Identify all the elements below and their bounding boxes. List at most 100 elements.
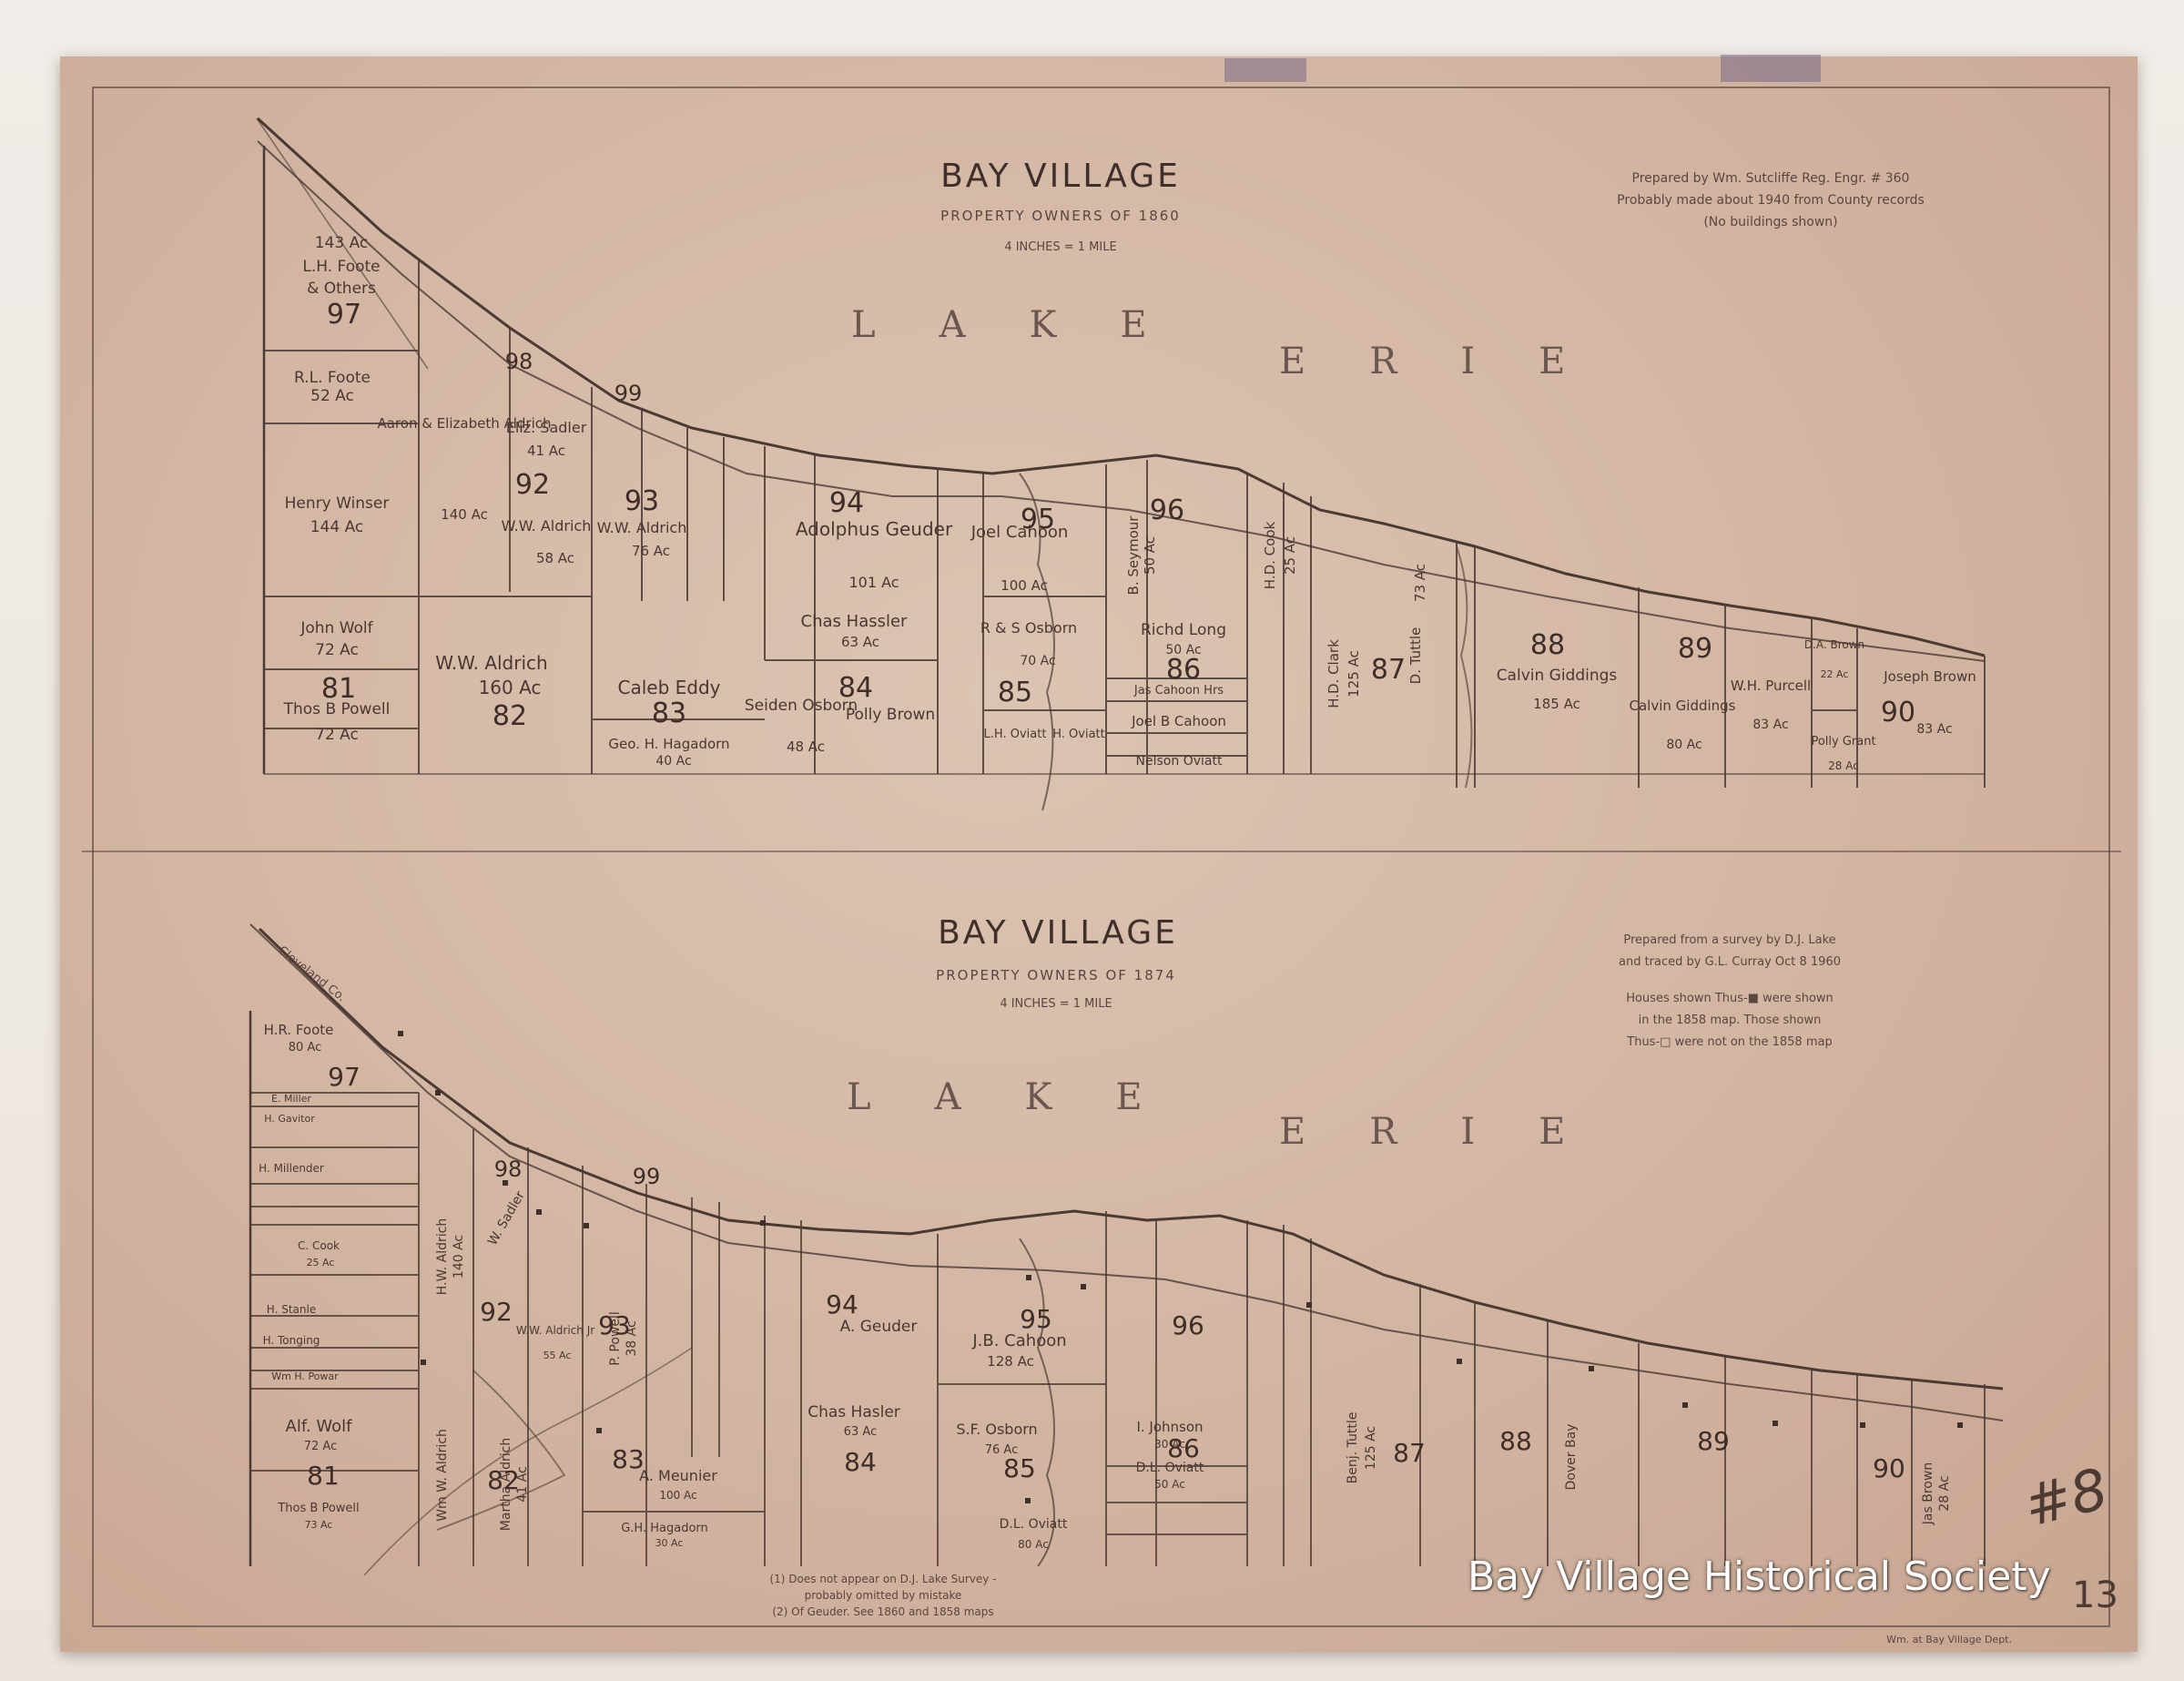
lot-acreage: 76 Ac xyxy=(632,543,670,559)
lot-acreage: 80 Ac xyxy=(1666,738,1701,752)
lot-acreage: 125 Ac xyxy=(1364,1426,1378,1470)
lot-owner: Calvin Giddings xyxy=(1630,698,1736,714)
lot-owner: Chas Hasler xyxy=(808,1403,900,1421)
lot-owner: Wm H. Powar xyxy=(271,1370,339,1382)
diagonal-line-1860 xyxy=(256,117,429,370)
road-1874-diagonal xyxy=(363,1347,693,1576)
lot-owner: Joseph Brown xyxy=(1883,668,1976,685)
creek-1874-west xyxy=(436,1370,566,1531)
lot-number: 89 xyxy=(1697,1426,1730,1456)
lot-owner: Chas Hassler xyxy=(801,612,909,631)
lot-acreage: 50 Ac xyxy=(1142,536,1158,575)
lot-owner: Eliz. Sadler xyxy=(506,419,587,436)
lot-acreage: 83 Ac xyxy=(1752,718,1788,732)
lot-number: 87 xyxy=(1371,654,1406,686)
lot-acreage: 72 Ac xyxy=(304,1440,338,1453)
lot-number: 86 xyxy=(1166,654,1201,686)
lot-number: 93 xyxy=(598,1310,631,1340)
lot-number: 92 xyxy=(515,469,550,501)
lot-number: 93 xyxy=(625,485,659,517)
lot-owner: R & S Osborn xyxy=(980,619,1077,637)
creek-1860 xyxy=(1019,473,1055,811)
footnote-2: probably omitted by mistake xyxy=(805,1589,962,1602)
map-sheet xyxy=(60,56,2138,1652)
lot-owner: H. Tonging xyxy=(263,1334,320,1347)
lot-acreage: 50 Ac xyxy=(1154,1478,1185,1491)
lot-number: 99 xyxy=(615,381,643,406)
lot-acreage: 100 Ac xyxy=(1001,577,1048,594)
lot-owner: A. Meunier xyxy=(639,1467,717,1484)
lot-acreage: 50 Ac xyxy=(1165,643,1201,657)
lot-acreage: 28 Ac xyxy=(1828,759,1859,772)
lot-acreage: 160 Ac xyxy=(479,677,542,698)
lot-owner: W.H. Purcell xyxy=(1731,677,1811,694)
lot-acreage: 30 Ac xyxy=(655,1537,684,1549)
lot-acreage: 38 Ac xyxy=(625,1320,639,1356)
lot-acreage: 58 Ac xyxy=(536,550,574,566)
lot-owner: Thos B Powell xyxy=(283,700,391,718)
lot-owner: H.D. Cook xyxy=(1262,521,1278,589)
map-1860-subtitle: PROPERTY OWNERS OF 1860 xyxy=(940,208,1181,224)
lot-number: 94 xyxy=(826,1289,858,1319)
lot-acreage: 128 Ac xyxy=(987,1353,1034,1370)
lot-acreage: 28 Ac xyxy=(1937,1475,1952,1511)
lot-owner: H.D. Clark xyxy=(1326,639,1342,708)
lot-acreage: 41 Ac xyxy=(527,443,565,459)
lot-owner: John Wolf xyxy=(300,619,373,637)
lot-number: 81 xyxy=(321,673,356,705)
lot-owner: E. Miller xyxy=(271,1093,311,1105)
lot-owner: Thos B Powell xyxy=(277,1502,359,1515)
lot-acreage: 125 Ac xyxy=(1346,650,1362,698)
lot-owner: B. Seymour xyxy=(1125,515,1142,596)
lot-acreage: 72 Ac xyxy=(315,641,359,659)
lot-acreage: 63 Ac xyxy=(844,1425,878,1439)
map-1874-note-1: Prepared from a survey by D.J. Lake xyxy=(1623,933,1835,947)
lot-owner: Caleb Eddy xyxy=(618,677,721,698)
tape-strip xyxy=(1721,55,1821,82)
shoreline-1874 xyxy=(258,927,2004,1391)
lot-owner: H. Stanle xyxy=(267,1303,316,1316)
lot-owner: P. Powell xyxy=(608,1311,623,1366)
lot-owner: 143 Ac xyxy=(315,234,369,252)
lot-number: 87 xyxy=(1393,1438,1426,1468)
lot-owner: C. Cook xyxy=(298,1239,340,1252)
lot-acreage: 48 Ac xyxy=(787,739,825,755)
lot-owner: D.L. Oviatt xyxy=(1000,1517,1068,1532)
lot-number: 96 xyxy=(1172,1310,1204,1340)
lot-acreage: 52 Ac xyxy=(310,387,354,405)
lot-acreage: 83 Ac xyxy=(1916,722,1952,737)
lot-number: 99 xyxy=(633,1164,661,1189)
lake-label-1860: LAKE xyxy=(851,304,1211,346)
lot-number: 88 xyxy=(1530,629,1565,661)
lake-label-1874: LAKE xyxy=(847,1076,1206,1118)
lot-acreage: 80 Ac xyxy=(1018,1538,1049,1551)
lot-acreage: 22 Ac xyxy=(1821,668,1849,680)
lot-acreage: 25 Ac xyxy=(307,1257,335,1268)
lot-owner: Adolphus Geuder xyxy=(796,518,953,540)
lot-number: 84 xyxy=(844,1447,877,1477)
lot-number: 88 xyxy=(1499,1426,1532,1456)
lot-acreage: 70 Ac xyxy=(1020,654,1055,668)
lot-owner: D.L. Oviatt xyxy=(1136,1461,1204,1475)
map-1874-scale: 4 INCHES = 1 MILE xyxy=(1000,997,1112,1011)
lot-number: 95 xyxy=(1021,504,1055,535)
lot-owner: Alf. Wolf xyxy=(286,1417,353,1436)
lot-owner: Jas Brown xyxy=(1921,1462,1935,1525)
lot-number: 85 xyxy=(998,677,1032,708)
lot-number: 92 xyxy=(480,1297,513,1327)
lot-owner: D.A. Brown xyxy=(1804,638,1864,651)
map-1860-title: BAY VILLAGE xyxy=(940,158,1181,195)
lot-owner: H. Millender xyxy=(259,1162,324,1175)
lot-acreage: 144 Ac xyxy=(310,518,364,536)
map-1874-note-5: Thus-□ were not on the 1858 map xyxy=(1626,1035,1832,1049)
lot-acreage: 30 Ac xyxy=(1154,1438,1185,1451)
lot-owner: Richd Long xyxy=(1141,621,1226,639)
road-label: Cleveland Co. xyxy=(276,943,349,1004)
lot-number: 97 xyxy=(327,299,361,331)
lot-owner: Dover Bay xyxy=(1564,1424,1579,1491)
lot-owner: Jas Cahoon Hrs xyxy=(1133,684,1224,698)
lot-owner: Polly Grant xyxy=(1811,735,1875,749)
lot-owner: Nelson Oviatt xyxy=(1136,754,1223,769)
lot-owner: W.W. Aldrich xyxy=(597,519,687,536)
